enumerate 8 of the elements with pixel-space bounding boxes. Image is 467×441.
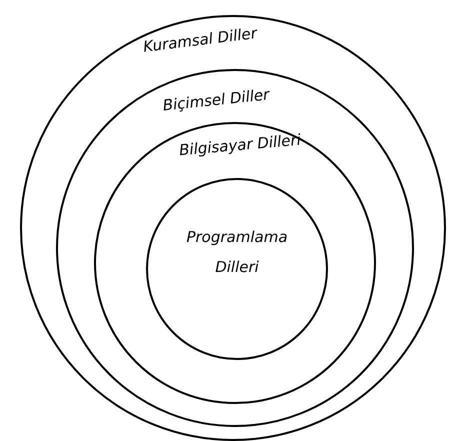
circle-label: Programlama Dilleri [185,227,289,278]
circle-label: Kuramsal Diller [141,23,259,58]
nested-circle [146,178,328,360]
nested-circle [56,69,414,427]
circle-label: Bilgisayar Dilleri [177,130,303,161]
nested-circle [20,15,446,441]
nested-circle [94,122,376,404]
circle-label: Biçimsel Diller [160,84,272,117]
